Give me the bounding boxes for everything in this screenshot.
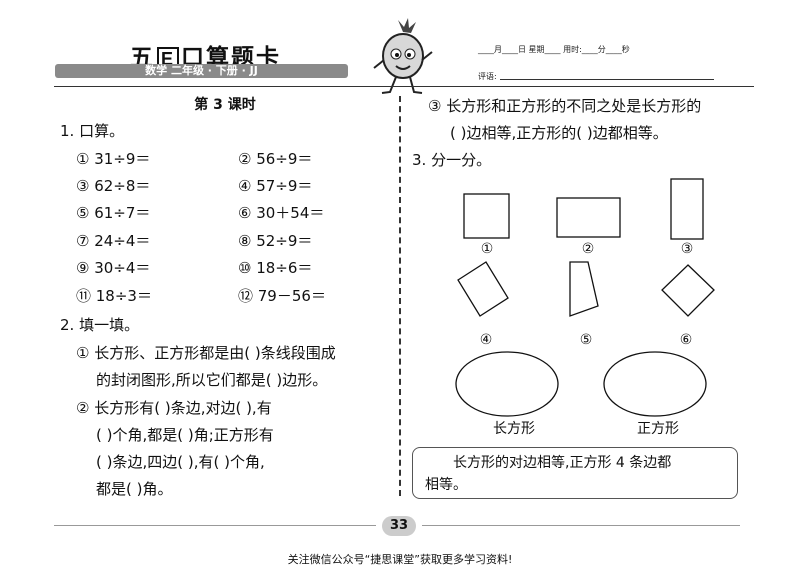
calc-item: ⑦ 24÷4＝ xyxy=(76,232,151,250)
comment-line xyxy=(500,79,714,80)
shape-rectangle-3 xyxy=(670,178,704,240)
q1-title: 1. 口算。 xyxy=(60,122,125,140)
q2-line: ( )边相等,正方形的( )边都相等。 xyxy=(450,124,668,142)
q2-line: 的封闭图形,所以它们都是( )边形。 xyxy=(96,371,328,389)
ellipse-square-set xyxy=(603,351,707,417)
calc-item: ⑧ 52÷9＝ xyxy=(238,232,313,250)
q2-line: ( )个角,都是( )角;正方形有 xyxy=(96,426,274,444)
calc-item: ① 31÷9＝ xyxy=(76,150,151,168)
shape-square-6 xyxy=(661,264,715,317)
shape-label: ① xyxy=(480,241,494,257)
shape-label: ⑥ xyxy=(679,332,693,348)
calc-item: ③ 62÷8＝ xyxy=(76,177,151,195)
calc-item: ⑪ 18÷3＝ xyxy=(76,287,152,305)
header-rule xyxy=(54,86,754,87)
shape-label: ⑤ xyxy=(579,332,593,348)
hint-box: 长方形的对边相等,正方形 4 条边都 相等。 xyxy=(412,447,738,499)
q3-title: 3. 分一分。 xyxy=(412,151,492,169)
comment-label: 评语: xyxy=(478,72,497,81)
lesson-title: 第 3 课时 xyxy=(194,97,256,113)
ellipse-label: 正方形 xyxy=(637,421,679,437)
shape-rectangle-4 xyxy=(457,261,509,317)
calc-item: ⑤ 61÷7＝ xyxy=(76,204,151,222)
footer-text: 关注微信公众号“捷思课堂”获取更多学习资料! xyxy=(287,553,513,566)
hint-line: 长方形的对边相等,正方形 4 条边都 xyxy=(453,455,672,471)
footer-rule-right xyxy=(422,525,740,526)
calc-item: ⑫ 79－56＝ xyxy=(238,287,326,305)
shape-label: ④ xyxy=(479,332,493,348)
q2-line: ② 长方形有( )条边,对边( ),有 xyxy=(76,399,272,417)
q2-line: ( )条边,四边( ),有( )个角, xyxy=(96,453,265,471)
page-number: 33 xyxy=(382,516,416,536)
q2-title: 2. 填一填。 xyxy=(60,316,140,334)
shape-parallelogram-5 xyxy=(569,261,599,317)
shapes-figure xyxy=(455,178,715,417)
footer-rule-left xyxy=(54,525,376,526)
calc-item: ⑩ 18÷6＝ xyxy=(238,259,313,277)
date-time-line: ____月____日 星期____ 用时:____分____秒 xyxy=(478,45,630,54)
calc-item: ② 56÷9＝ xyxy=(238,150,313,168)
calc-item: ⑨ 30÷4＝ xyxy=(76,259,151,277)
q2-line: 都是( )角。 xyxy=(96,480,173,498)
shape-label: ③ xyxy=(680,241,694,257)
shape-square-1 xyxy=(463,193,510,239)
shape-label: ② xyxy=(581,241,595,257)
q2-line: ① 长方形、正方形都是由( )条线段围成 xyxy=(76,344,336,362)
mascot-icon xyxy=(373,18,433,94)
calc-item: ④ 57÷9＝ xyxy=(238,177,313,195)
calc-item: ⑥ 30＋54＝ xyxy=(238,204,325,222)
q2-line: ③ 长方形和正方形的不同之处是长方形的 xyxy=(428,97,702,115)
ellipse-rectangle-set xyxy=(455,351,559,417)
ellipse-label: 长方形 xyxy=(493,421,535,437)
shape-rectangle-2 xyxy=(556,197,621,238)
hint-line: 相等。 xyxy=(425,477,467,493)
column-divider xyxy=(399,96,401,496)
subtitle-bar: 数学 二年级 · 下册 · JJ xyxy=(55,64,348,78)
